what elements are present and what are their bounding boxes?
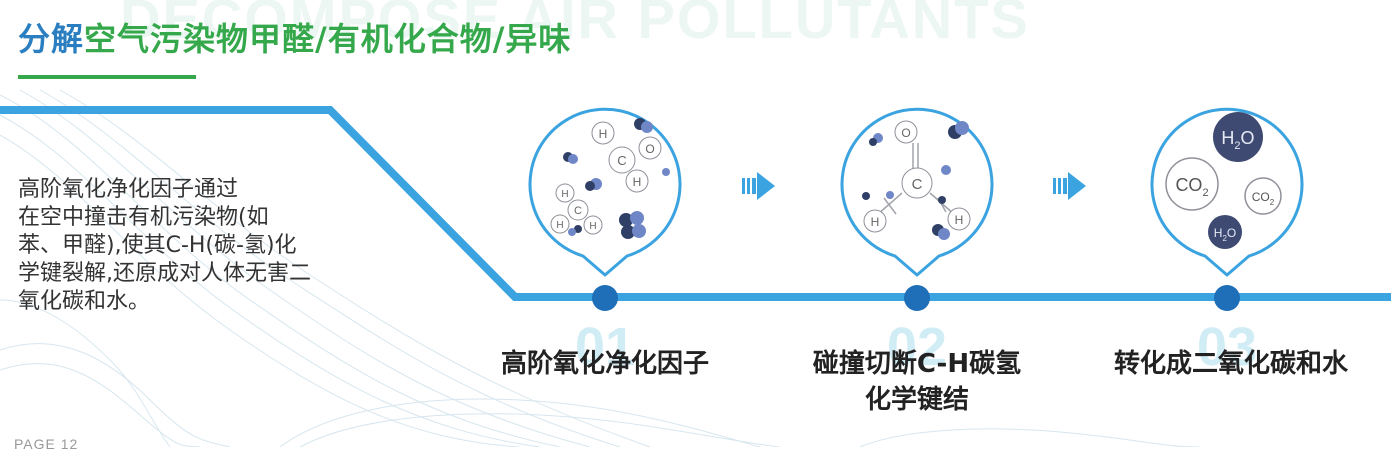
bubble-shape <box>1150 107 1304 277</box>
contour-lines <box>0 89 1201 447</box>
atom-h: H <box>589 221 596 232</box>
timeline-dot-1 <box>592 285 618 311</box>
atom-h: H <box>556 220 563 231</box>
arrow-right-icon <box>1053 172 1086 200</box>
atom-c: C <box>912 176 923 193</box>
atom-c: C <box>617 153 626 168</box>
page-title: 分解空气污染物甲醛/有机化合物/异味 <box>18 14 571 60</box>
atom-h: H <box>599 127 608 141</box>
header-watermark: DECOMPOSE AIR POLLUTANTS <box>120 0 1030 50</box>
step-number-3: 03 <box>1196 317 1258 377</box>
atom-h: H <box>955 213 964 227</box>
co2-large: CO2 <box>1175 175 1208 199</box>
bubble-step-2: O C H H <box>840 107 994 277</box>
arrow-right-icon <box>742 172 775 200</box>
atom-h: H <box>871 215 880 229</box>
step-number-2: 02 <box>886 317 948 377</box>
atom-o: O <box>645 142 654 156</box>
h2o-large: H2O <box>1221 128 1254 152</box>
molecule-formaldehyde: O C H H <box>862 120 971 240</box>
atom-o: O <box>901 126 910 140</box>
bubble-step-1: H C O H H C H H <box>528 107 682 277</box>
molecule-products: H2O CO2 CO2 H2O <box>1165 112 1282 249</box>
atom-h: H <box>561 189 568 200</box>
atom-c: C <box>574 205 582 217</box>
atom-h: H <box>633 175 642 189</box>
process-line <box>0 106 1391 301</box>
step-label-2: 碰撞切断C-H碳氢 化学键结 <box>812 349 1022 415</box>
step-label-1: 高阶氧化净化因子 <box>500 349 709 379</box>
description-text: 高阶氧化净化因子通过 在空中撞击有机污染物(如 苯、甲醛),使其C-H(碳-氢)… <box>18 177 311 314</box>
title-underline <box>18 75 196 79</box>
timeline-dot-3 <box>1214 285 1240 311</box>
co2-small: CO2 <box>1252 190 1275 207</box>
bubble-step-3: H2O CO2 CO2 H2O <box>1150 107 1304 277</box>
step-label-3: 转化成二氧化碳和水 <box>1113 349 1348 379</box>
timeline-dot-2 <box>904 285 930 311</box>
title-accent: 分解 <box>18 20 85 58</box>
h2o-small: H2O <box>1214 226 1236 243</box>
molecule-cluster: H C O H H C H H <box>550 118 670 239</box>
page-number: PAGE 12 <box>14 436 79 452</box>
step-number-1: 01 <box>574 317 636 377</box>
title-main: 空气污染物甲醛/有机化合物/异味 <box>84 20 572 58</box>
